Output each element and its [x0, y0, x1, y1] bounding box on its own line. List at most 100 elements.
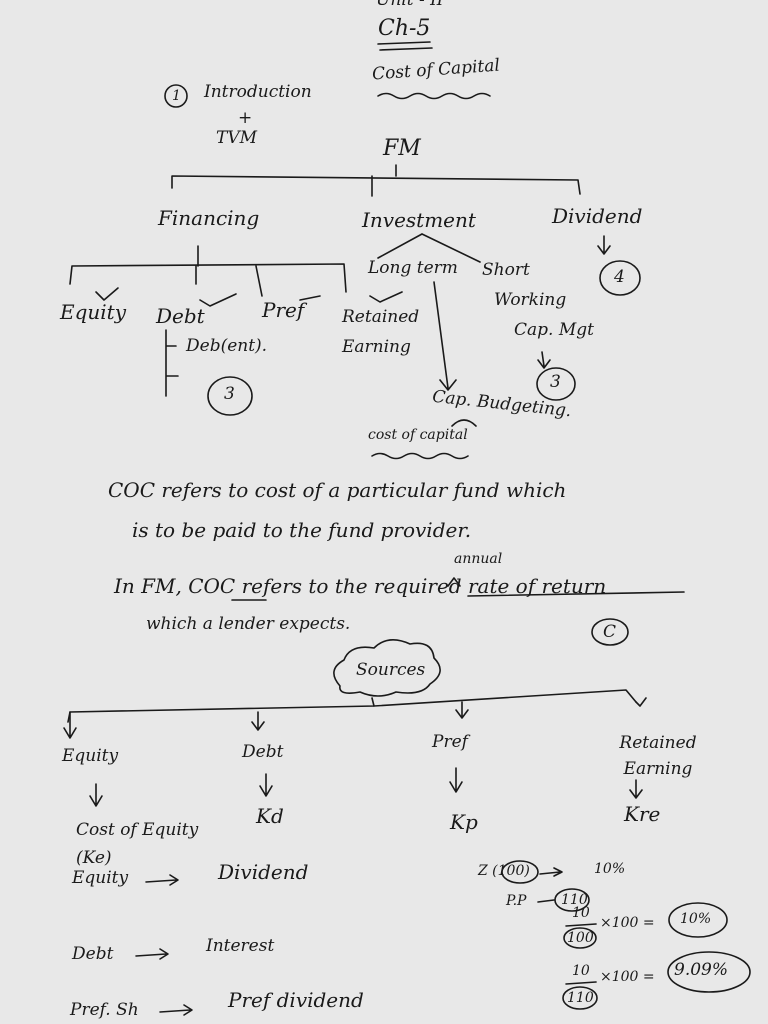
- calc1-denominator: 100: [567, 930, 594, 946]
- symbol-kp: Kp: [450, 810, 478, 834]
- calc2-result-circle: [667, 951, 751, 993]
- return-debt-value: Interest: [206, 936, 275, 956]
- source-retained: Retained Earning: [619, 733, 697, 779]
- calc2-denominator: 110: [567, 990, 594, 1006]
- investment-split: [377, 233, 481, 263]
- caret-annual: [447, 577, 461, 587]
- working-label: Working: [494, 290, 567, 310]
- financing-debt: Debt: [156, 304, 205, 328]
- source-pref: Pref: [432, 732, 468, 752]
- check-debt: [199, 293, 237, 307]
- calc1-multiply: ×100 =: [600, 915, 655, 931]
- debt-sub-line: [165, 329, 179, 397]
- definition-line-3: In FM, COC refers to the required rate o…: [114, 574, 607, 598]
- intro-tvm: TVM: [216, 128, 258, 148]
- sources-arrow-right: [635, 697, 647, 707]
- branch-investment: Investment: [362, 208, 476, 232]
- calc1-bar: [565, 923, 597, 927]
- dividend-arrow: [597, 235, 611, 255]
- example-z-rate: 10%: [594, 861, 626, 877]
- sources-stem: [371, 697, 375, 707]
- example-pp-value: 110: [561, 892, 588, 908]
- sources-bracket: [67, 689, 637, 723]
- financing-retained: Retained Earning: [342, 307, 420, 357]
- coc-wavy-underline: [371, 452, 469, 460]
- equity-return-arrow: [145, 874, 179, 886]
- pp-circle: [554, 888, 590, 912]
- fm-root: FM: [383, 136, 421, 161]
- intro-plus: +: [238, 108, 253, 128]
- equity-down-arrow: [89, 783, 103, 807]
- return-equity-value: Dividend: [218, 860, 309, 884]
- working-cap-mgt: Cap. Mgt: [514, 320, 594, 340]
- check-equity: [95, 287, 119, 301]
- return-pref-source: Pref. Sh: [70, 1000, 139, 1020]
- calc1-den-circle: [563, 927, 597, 949]
- sources-arrow-left: [63, 711, 77, 739]
- debt-circle: [207, 376, 253, 416]
- sources-arrow-pref: [455, 701, 469, 719]
- financing-pref: Pref: [262, 298, 305, 322]
- symbol-kd: Kd: [256, 804, 284, 828]
- working-circle-number: 3: [550, 372, 561, 392]
- chapter-label: Ch-5: [378, 16, 431, 41]
- working-arrow: [537, 351, 551, 369]
- calc1-result-circle: [668, 902, 728, 938]
- definition-line-4: which a lender expects.: [146, 614, 351, 634]
- debt-down-arrow: [259, 773, 273, 797]
- return-debt-source: Debt: [72, 944, 114, 964]
- symbol-cost-of-equity: Cost of Equity (Ke): [76, 820, 199, 868]
- check-retained: [369, 291, 403, 303]
- example-z-label: Z (100): [478, 863, 530, 879]
- dividend-circle: [599, 260, 641, 296]
- example-pp-label: P.P: [506, 893, 527, 909]
- branch-dividend: Dividend: [552, 204, 643, 228]
- title-wavy-underline: [377, 92, 491, 100]
- calc1-result: 10%: [680, 911, 712, 927]
- pref-down-arrow: [449, 767, 463, 793]
- fm-bracket: [171, 175, 581, 195]
- working-circle: [536, 367, 576, 401]
- calc1-numerator: 10: [572, 905, 590, 921]
- calc2-den-circle: [562, 986, 598, 1010]
- return-pref-value: Pref dividend: [228, 988, 364, 1012]
- source-debt: Debt: [242, 742, 284, 762]
- pref-return-arrow: [159, 1004, 193, 1016]
- investment-short: Short: [482, 260, 530, 280]
- calc2-numerator: 10: [572, 963, 590, 979]
- investment-long-term: Long term: [368, 258, 458, 278]
- financing-bracket: [69, 263, 347, 293]
- check-pref: [299, 295, 321, 301]
- required-underline: [467, 591, 685, 597]
- intro-number: 1: [172, 88, 181, 104]
- cost-of-capital-note: cost of capital: [368, 427, 468, 443]
- debt-return-arrow: [135, 948, 169, 960]
- intro-number-circle: [164, 84, 188, 108]
- sources-cloud: [333, 639, 441, 697]
- symbol-kre: Kre: [624, 802, 661, 826]
- unit-label: Unit - II: [376, 0, 444, 10]
- intro-label: Introduction: [204, 82, 312, 102]
- definition-annual: annual: [454, 551, 503, 567]
- retained-down-arrow: [629, 779, 643, 799]
- definition-circle: [591, 618, 629, 646]
- branch-financing: Financing: [158, 206, 260, 230]
- pp-arrow: [537, 899, 555, 903]
- capital-arc: [451, 419, 477, 427]
- financing-tick-pref: [255, 265, 263, 297]
- calc2-bar: [565, 981, 597, 985]
- return-equity-source: Equity: [72, 868, 129, 888]
- calc2-result: 9.09%: [674, 960, 729, 980]
- definition-line-1: COC refers to cost of a particular fund …: [108, 478, 567, 502]
- debt-sub-item: Deb(ent).: [186, 336, 268, 356]
- calc2-multiply: ×100 =: [600, 969, 655, 985]
- sources-arrow-debt: [251, 711, 265, 731]
- sources-title: Sources: [356, 660, 426, 680]
- dividend-circle-number: 4: [614, 267, 625, 287]
- chapter-underline: [377, 41, 433, 51]
- z-arrow: [539, 867, 563, 877]
- definition-line-2: is to be paid to the fund provider.: [132, 518, 472, 542]
- long-term-arrow: [433, 281, 457, 391]
